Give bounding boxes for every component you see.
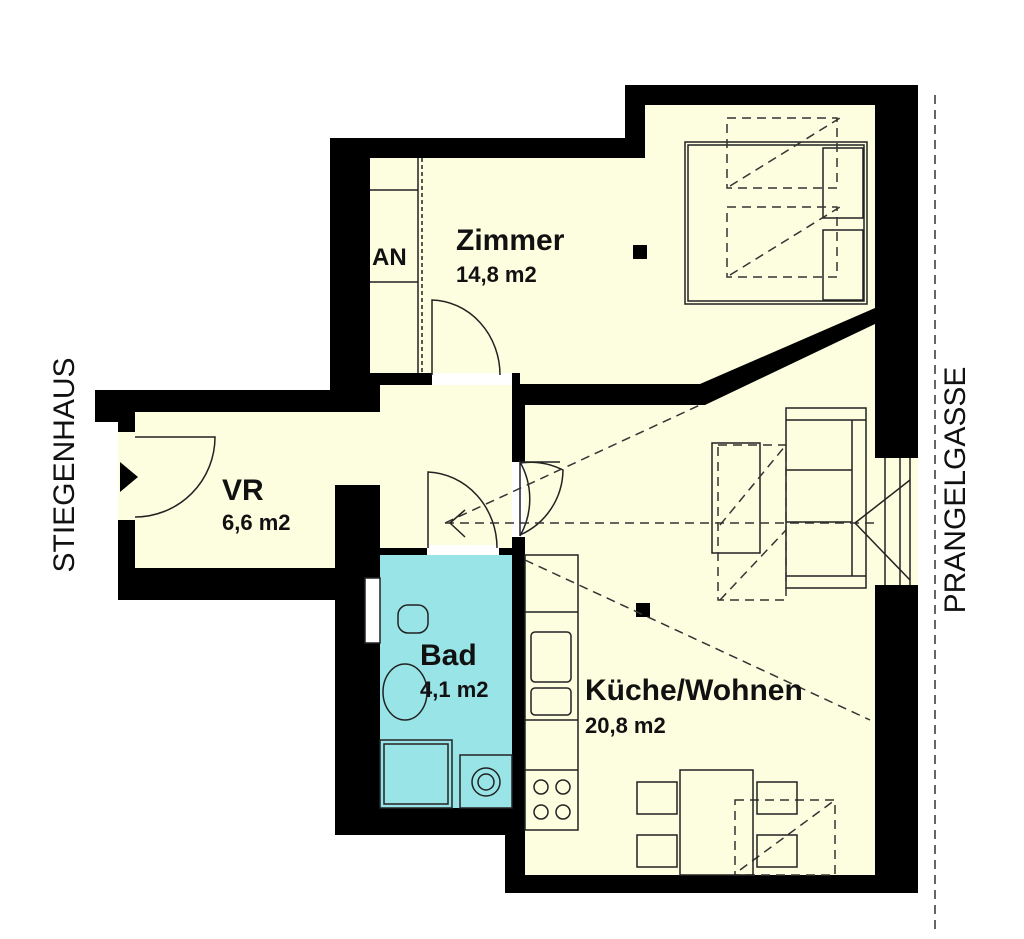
closet-label: AN	[372, 244, 407, 271]
room-hall-floor	[335, 385, 512, 548]
room-living-floor	[525, 324, 875, 875]
column	[636, 603, 650, 617]
column	[633, 245, 647, 259]
room-area-vr: 6,6 m2	[222, 510, 291, 535]
room-name-vr: VR	[222, 474, 264, 507]
dashed-lines	[444, 95, 936, 930]
door-opening-bad	[427, 545, 499, 555]
label-stiegenhaus: STIEGENHAUS	[48, 357, 81, 572]
room-area-zimmer: 14,8 m2	[456, 262, 537, 287]
window-arrow	[449, 479, 911, 581]
dining-table	[636, 769, 798, 876]
door-opening-zimmer	[432, 373, 512, 385]
room-bad-floor	[380, 555, 512, 808]
door-bad	[427, 471, 498, 549]
label-prangelgasse: PRANGELGASSE	[939, 367, 972, 614]
bed	[684, 141, 868, 305]
kitchen-counter	[524, 554, 579, 831]
entry-arrow-icon	[120, 462, 138, 492]
door-zimmer	[431, 299, 501, 376]
door-vr	[134, 436, 216, 518]
bed-dashed	[726, 117, 841, 278]
room-name-kueche-wohnen: Küche/Wohnen	[585, 674, 803, 707]
window	[875, 458, 918, 585]
room-area-kueche-wohnen: 20,8 m2	[585, 713, 666, 738]
room-vr-floor	[135, 412, 335, 568]
window-lines	[884, 458, 911, 585]
room-area-bad: 4,1 m2	[420, 677, 489, 702]
door-living-swing	[519, 461, 564, 536]
room-name-bad: Bad	[420, 639, 477, 672]
door-opening-living	[512, 462, 525, 537]
room-name-zimmer: Zimmer	[456, 224, 565, 257]
bath-fixtures	[364, 577, 513, 809]
wardrobe	[370, 158, 423, 373]
